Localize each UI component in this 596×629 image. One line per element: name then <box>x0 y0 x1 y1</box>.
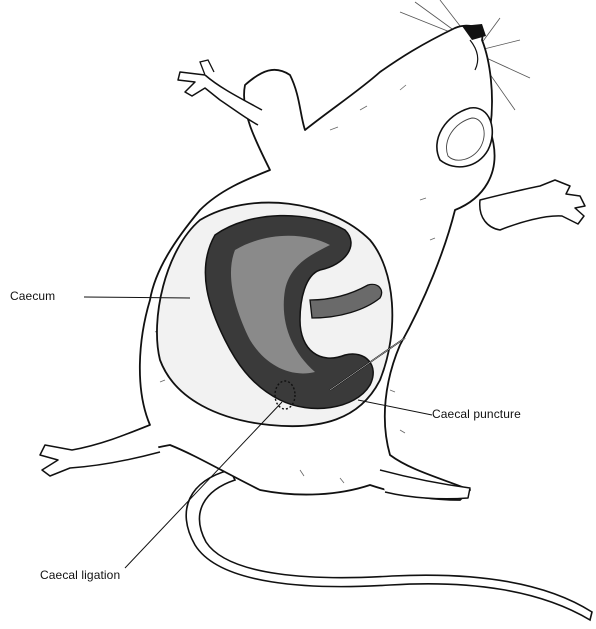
caecal-puncture-label: Caecal puncture <box>432 407 521 421</box>
hind-left-foot <box>40 425 160 476</box>
caecal-ligation-label: Caecal ligation <box>40 568 120 582</box>
front-right-paw <box>480 180 585 230</box>
caecum-label: Caecum <box>10 289 55 303</box>
